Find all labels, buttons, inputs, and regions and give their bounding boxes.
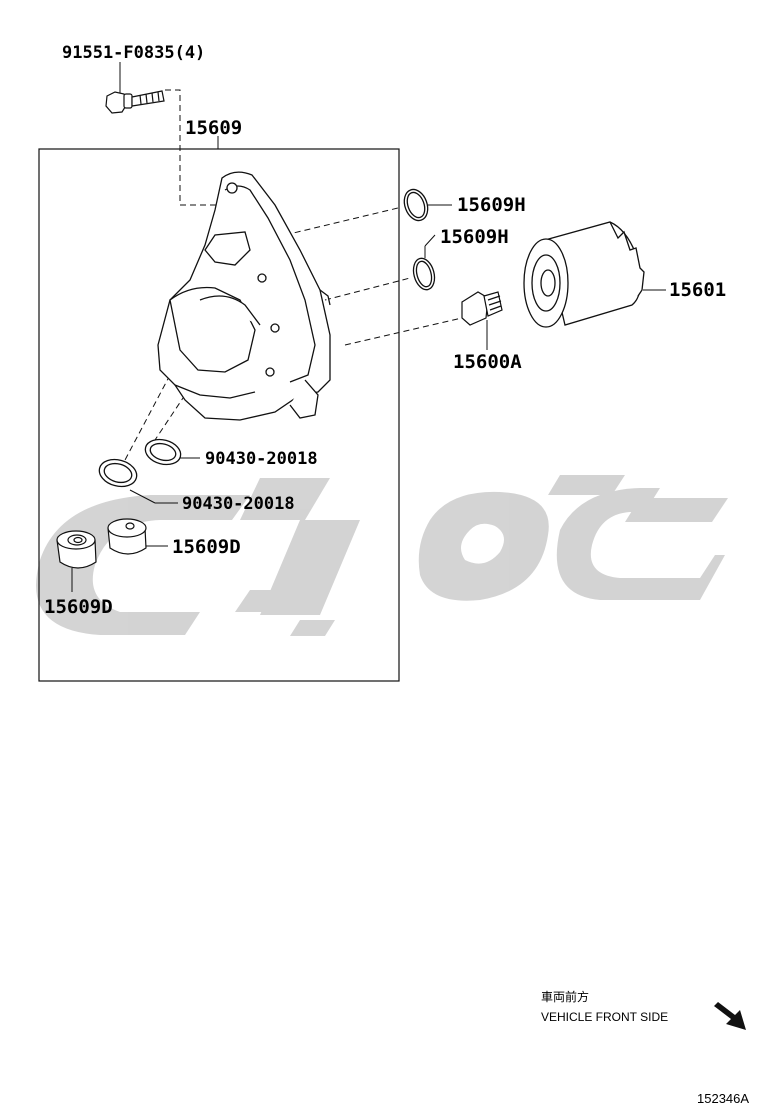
direction-english: VEHICLE FRONT SIDE — [541, 1010, 668, 1024]
label-oring-upper: 15609H — [457, 194, 526, 216]
label-housing: 15609 — [185, 117, 242, 139]
label-union: 15600A — [453, 351, 522, 373]
gaskets-drawing — [98, 438, 182, 488]
plugs-drawing — [56, 518, 147, 569]
oil-filter-drawing — [523, 221, 645, 328]
label-gasket-lower: 90430-20018 — [182, 494, 295, 514]
label-bolt: 91551-F0835(4) — [62, 43, 205, 63]
dashed-alignment-lines — [124, 89, 463, 461]
label-gasket-upper: 90430-20018 — [205, 449, 318, 469]
figure-code: 152346A — [697, 1091, 749, 1106]
front-direction-arrow-icon — [712, 1002, 746, 1030]
housing-drawing — [157, 171, 331, 421]
union-drawing — [461, 291, 503, 326]
label-plug-right: 15609D — [172, 536, 241, 558]
label-plug-left: 15609D — [44, 596, 113, 618]
leader-lines — [71, 62, 666, 592]
label-oring-lower: 15609H — [440, 226, 509, 248]
direction-japanese: 車両前方 — [541, 989, 589, 1004]
bolt-drawing — [105, 90, 165, 114]
watermark-logo — [36, 475, 728, 636]
assembly-frame — [38, 148, 400, 682]
label-oil-filter: 15601 — [669, 279, 726, 301]
o-rings-drawing — [403, 188, 436, 291]
